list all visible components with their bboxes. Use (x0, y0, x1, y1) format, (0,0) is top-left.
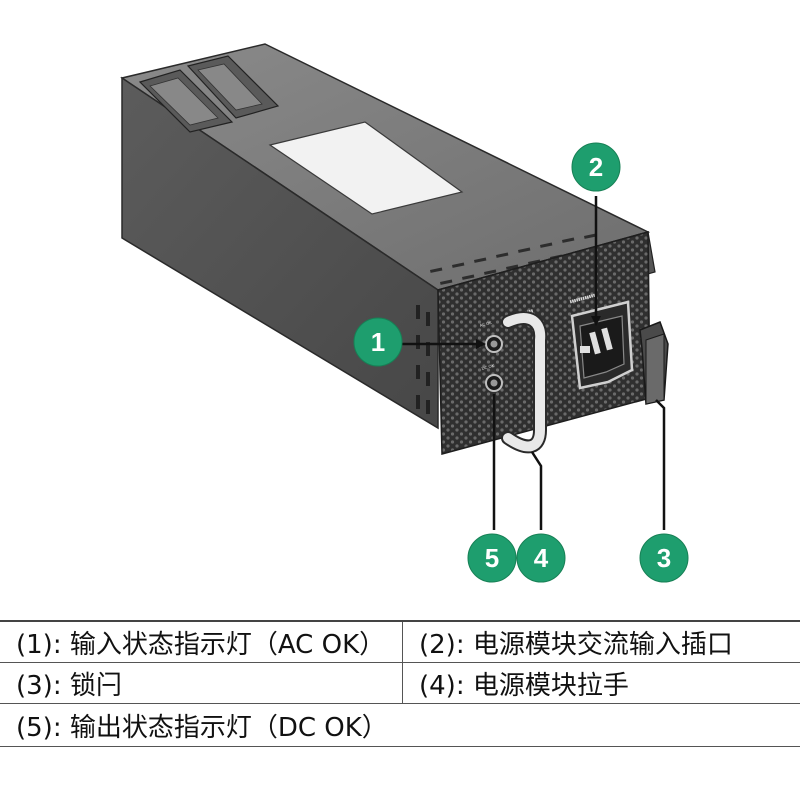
ac-ok-label: AC OK (479, 320, 493, 328)
legend-item-4: (4): 电源模块拉手 (402, 662, 800, 704)
power-module-diagram: ▮▮▮▮▮▮▮▮▮▮▮ ▮▮▮▮▮▮▮▮▮▮▮▮ AC OK DC OK (120, 43, 689, 583)
module-handle (501, 311, 548, 454)
svg-text:4: 4 (534, 543, 549, 573)
legend-row: (1): 输入状态指示灯（AC OK） (2): 电源模块交流输入插口 (0, 620, 800, 663)
legend-row: (3): 锁闩 (4): 电源模块拉手 (0, 662, 800, 704)
callout-1: 1 (353, 317, 403, 367)
callout-4: 4 (516, 533, 566, 583)
svg-text:1: 1 (371, 327, 385, 357)
svg-text:2: 2 (589, 152, 603, 182)
svg-text:5: 5 (485, 543, 499, 573)
top-label-area (268, 121, 464, 215)
legend-item-1: (1): 输入状态指示灯（AC OK） (0, 620, 403, 663)
legend-row: (5): 输出状态指示灯（DC OK） (0, 703, 800, 747)
side-vent-slots (416, 305, 430, 414)
leader-line-4 (530, 451, 543, 530)
dc-ok-label: DC OK (481, 363, 495, 371)
legend-item-2: (2): 电源模块交流输入插口 (402, 620, 800, 663)
ac-input-socket (570, 300, 634, 390)
legend-item-3: (3): 锁闩 (0, 662, 403, 704)
leader-lines (400, 196, 666, 530)
latch (639, 321, 669, 405)
callout-3: 3 (639, 533, 689, 583)
legend-item-5: (5): 输出状态指示灯（DC OK） (0, 703, 800, 747)
module-body (120, 43, 651, 430)
legend-table: (1): 输入状态指示灯（AC OK） (2): 电源模块交流输入插口 (3):… (0, 620, 800, 747)
panel-rating-text: ▮▮▮▮▮▮▮▮▮▮▮▮ (569, 292, 596, 304)
callout-5: 5 (467, 533, 517, 583)
leader-line-3 (655, 399, 666, 530)
svg-text:3: 3 (657, 543, 671, 573)
callout-2: 2 (571, 142, 621, 192)
